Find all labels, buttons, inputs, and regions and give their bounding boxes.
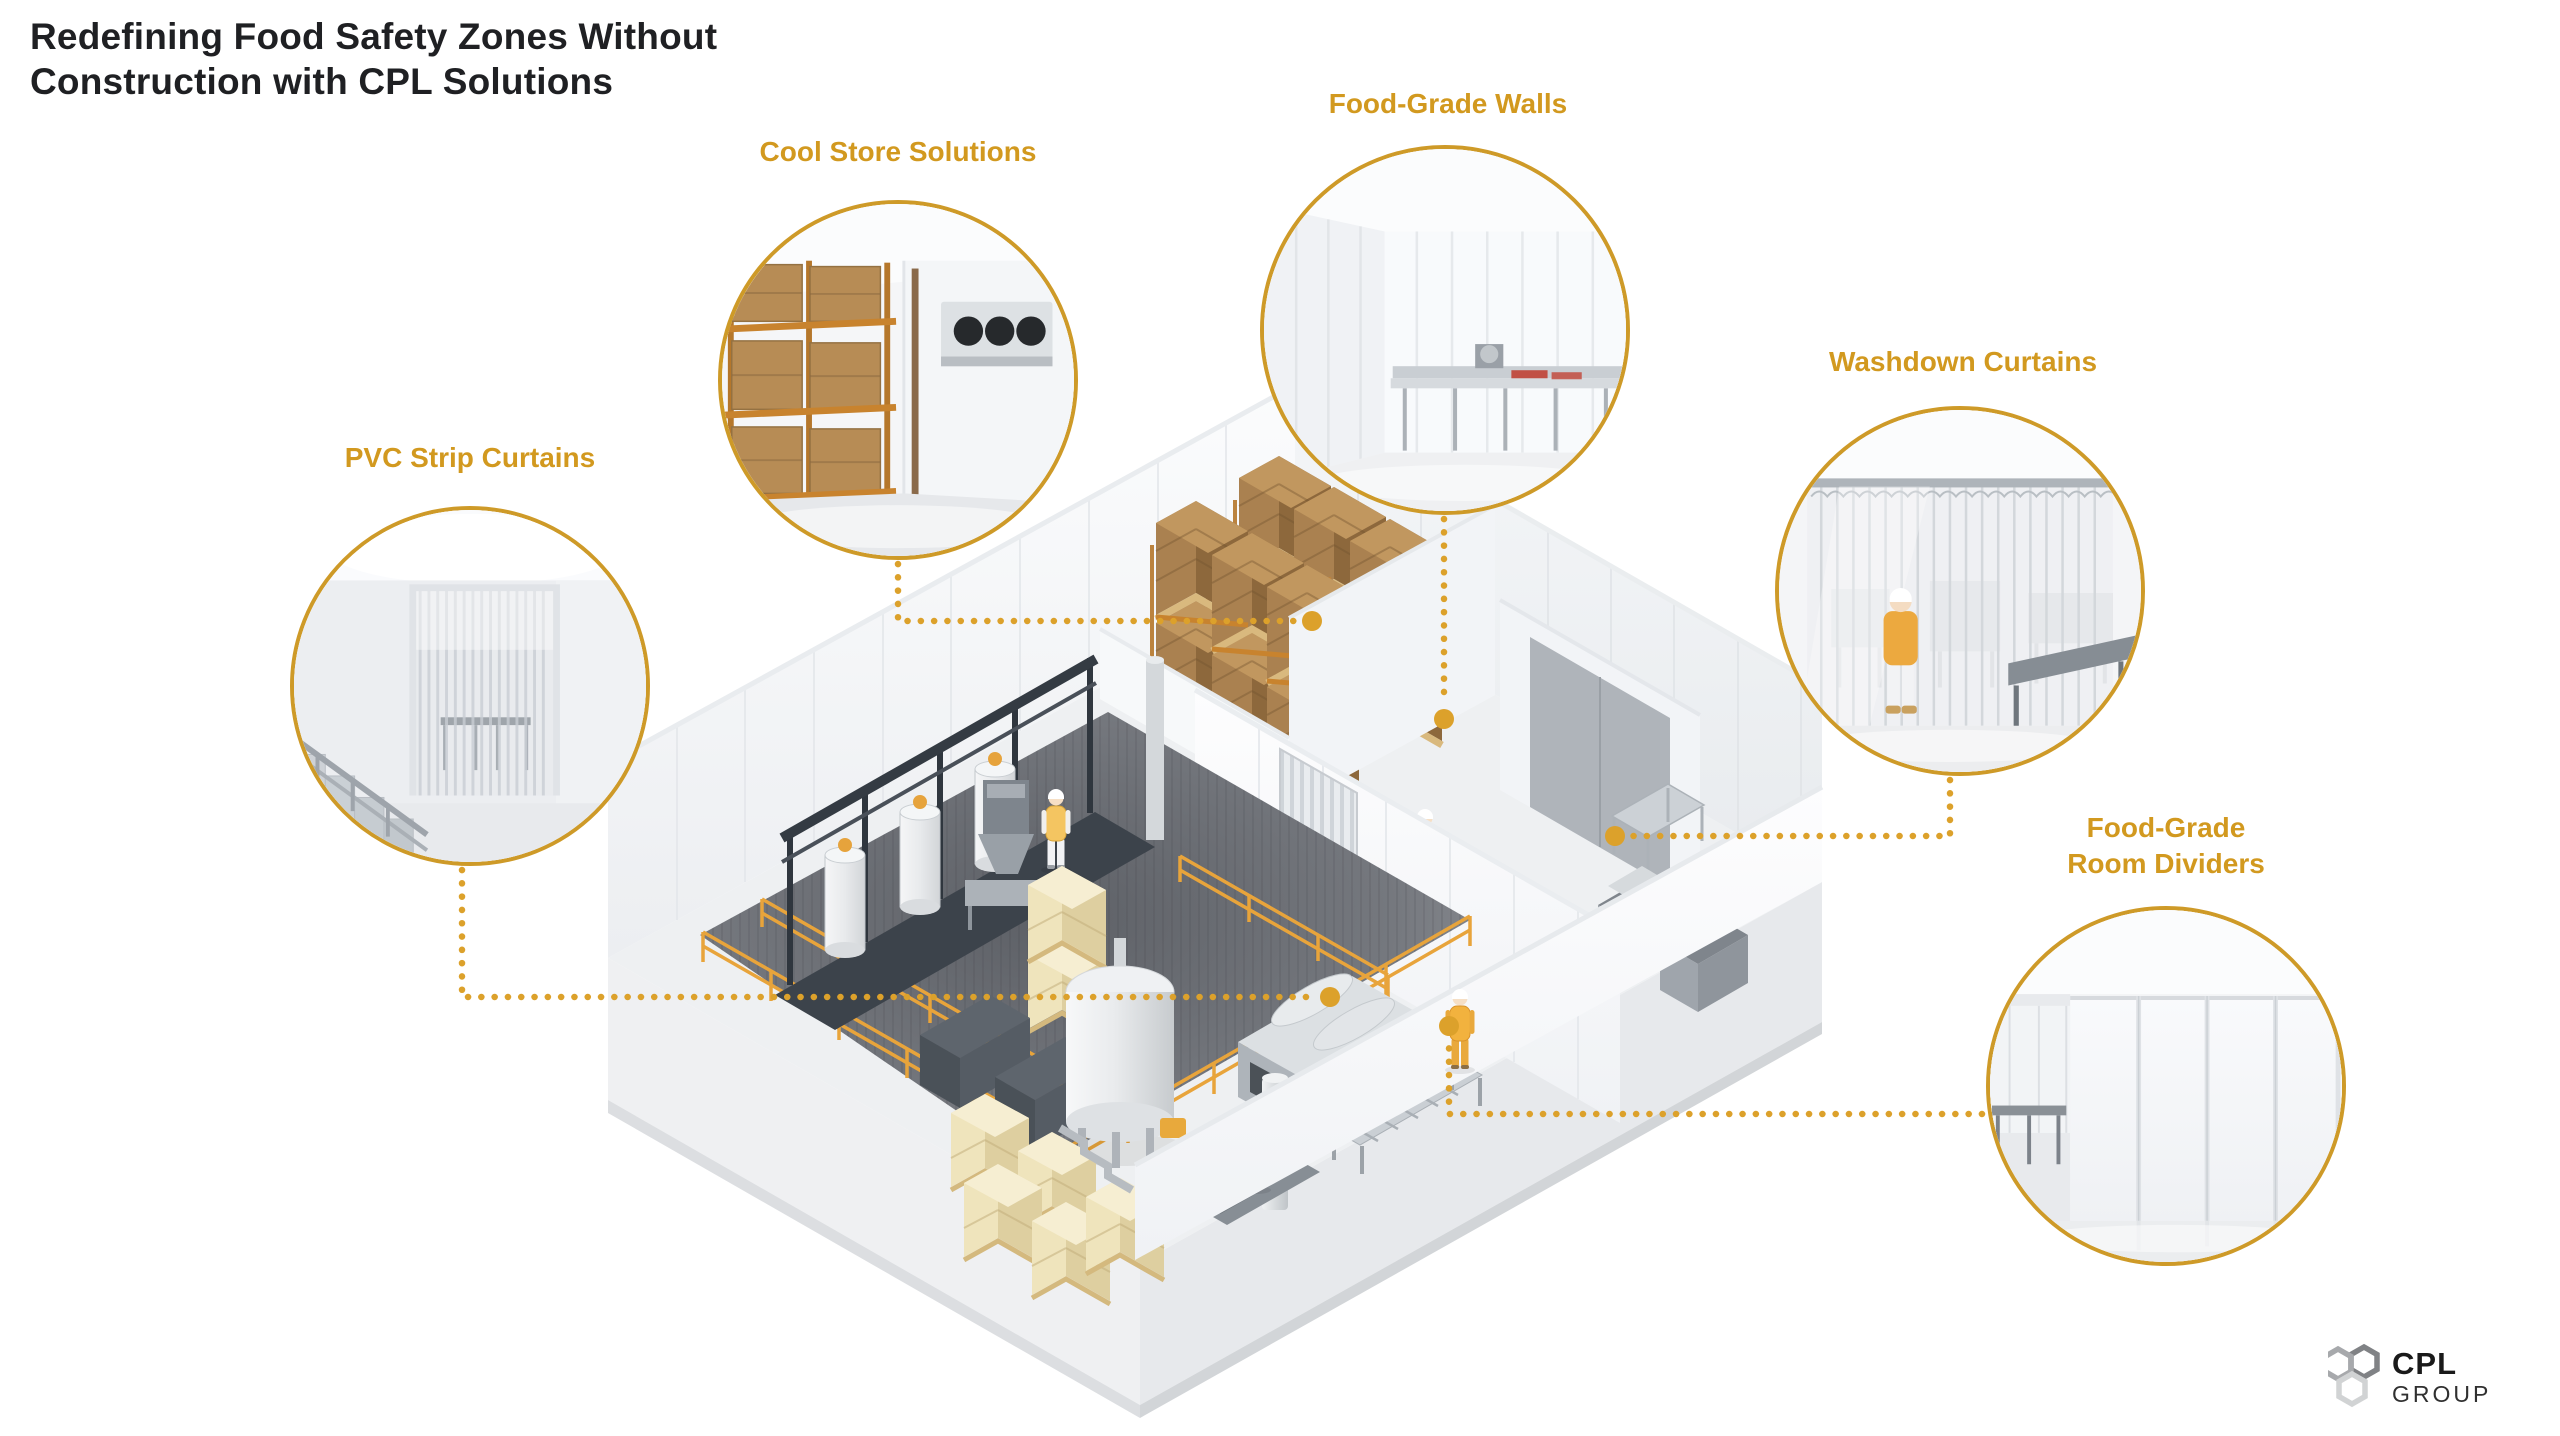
washdown-curtain-wall bbox=[1799, 478, 2118, 726]
label-washdown-curtains: Washdown Curtains bbox=[1828, 346, 2098, 377]
pvc-strip-curtains-photo bbox=[294, 510, 646, 862]
cooling-unit bbox=[941, 301, 1053, 367]
dot-washdown-curtains bbox=[1605, 826, 1625, 846]
dot-cool-store bbox=[1302, 611, 1322, 631]
mixing-tank bbox=[1048, 938, 1192, 1168]
silo bbox=[899, 795, 941, 915]
worker-in-washdown-area bbox=[1883, 587, 1918, 714]
washdown-curtains-photo bbox=[1779, 410, 2141, 772]
label-food-grade-room-dividers: Food-Grade Room Dividers bbox=[2067, 812, 2265, 879]
stainless-prep-tables bbox=[1390, 344, 1624, 451]
connector-endpoint-dots bbox=[1302, 611, 1625, 1036]
page-title: Redefining Food Safety Zones Without Con… bbox=[30, 14, 717, 104]
vent-duct bbox=[1146, 660, 1164, 840]
cool-store-right-wall bbox=[1289, 505, 1495, 808]
logo-brand-text: CPL bbox=[2392, 1346, 2457, 1381]
logo-suffix-text: GROUP bbox=[2392, 1381, 2491, 1407]
silo bbox=[824, 838, 866, 958]
connector-pvc-strip-curtains bbox=[458, 866, 1318, 1001]
sliding-divider-panels bbox=[2070, 996, 2342, 1221]
label-cool-store-solutions: Cool Store Solutions bbox=[759, 136, 1037, 167]
stairs bbox=[1057, 1124, 1135, 1194]
food-grade-walls-photo bbox=[1264, 149, 1626, 511]
connector-room-dividers bbox=[1445, 1036, 1986, 1118]
pallet-racking bbox=[722, 258, 897, 503]
connector-cool-store bbox=[894, 560, 1300, 625]
cpl-hexagon-icon bbox=[2328, 1343, 2380, 1408]
page-title-line1: Redefining Food Safety Zones Without bbox=[30, 16, 718, 57]
label-pvc-strip-curtains: PVC Strip Curtains bbox=[344, 442, 596, 473]
circle-food-grade-room-dividers bbox=[1986, 906, 2346, 1266]
label-food-grade-walls: Food-Grade Walls bbox=[1328, 88, 1568, 119]
circle-cool-store-solutions bbox=[718, 200, 1078, 560]
connector-washdown-curtains bbox=[1626, 776, 1954, 840]
pump-unit bbox=[1160, 1118, 1186, 1138]
dot-room-dividers bbox=[1439, 1016, 1459, 1036]
cool-store-photo bbox=[722, 204, 1074, 556]
dot-pvc-strip-curtains bbox=[1320, 987, 1340, 1007]
circle-pvc-strip-curtains bbox=[290, 506, 650, 866]
room-dividers-photo bbox=[1990, 910, 2342, 1262]
dot-food-grade-walls bbox=[1434, 709, 1454, 729]
front-right-wall bbox=[1135, 787, 1822, 1260]
callout-connectors bbox=[458, 515, 1986, 1118]
cpl-group-logo: CPL GROUP bbox=[2328, 1343, 2491, 1408]
circle-washdown-curtains bbox=[1775, 406, 2145, 776]
page-title-line2: Construction with CPL Solutions bbox=[30, 61, 614, 102]
circle-food-grade-walls bbox=[1260, 145, 1630, 515]
